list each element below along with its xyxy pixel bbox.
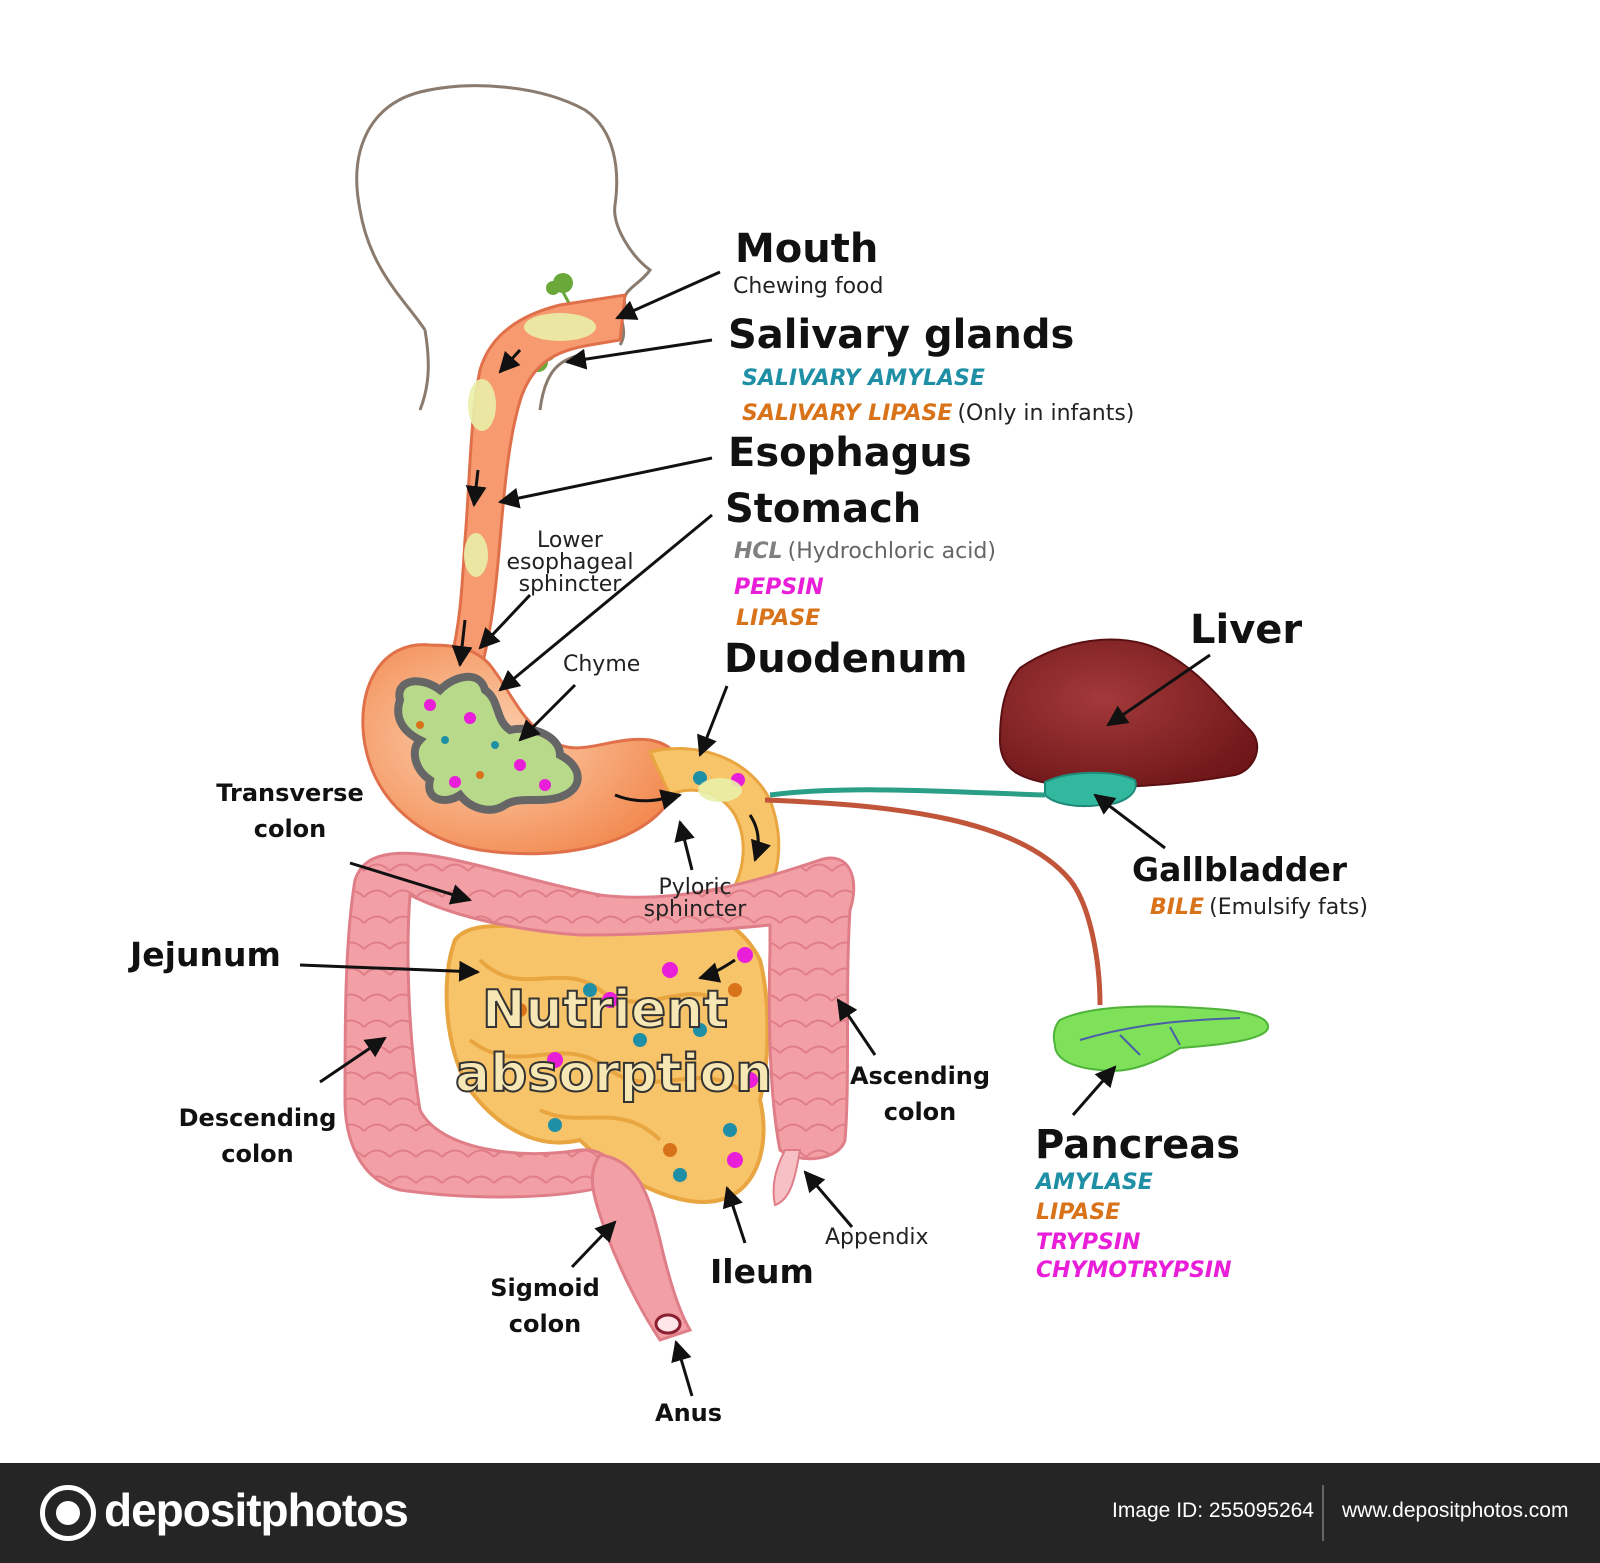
label-trypsin: TRYPSIN (1036, 1230, 1141, 1255)
label-hcl: HCL (734, 539, 783, 564)
pancreas-shape (1052, 1005, 1270, 1072)
footer-image-id: Image ID: 255095264 (1112, 1499, 1314, 1522)
label-bile: BILE (1150, 895, 1205, 920)
les-line-3: sphincter (518, 572, 622, 597)
label-amylase: AMYLASE (1036, 1170, 1153, 1195)
nutrient-line-1: Nutrient (481, 979, 729, 1041)
transverse-line-2: colon (253, 815, 327, 843)
label-stomach: Stomach (725, 486, 922, 532)
label-hcl-note: (Hydrochloric acid) (787, 539, 996, 564)
descending-line-1: Descending (178, 1104, 337, 1132)
footer-separator (1322, 1485, 1324, 1541)
label-hcl-row: HCL (Hydrochloric acid) (734, 539, 996, 564)
label-sigmoid-colon: Sigmoid colon (475, 1270, 615, 1342)
digestive-system-diagram (299, 84, 1270, 1397)
label-pancreas: Pancreas (1035, 1122, 1241, 1168)
label-transverse-colon: Transverse colon (205, 775, 375, 847)
ascending-line-1: Ascending (849, 1062, 991, 1090)
label-salivary-lipase: SALIVARY LIPASE (742, 401, 953, 426)
gallbladder-shape (1044, 771, 1137, 808)
chyme-shape (394, 672, 582, 814)
label-appendix: Appendix (825, 1225, 929, 1250)
label-pancreas-lipase: LIPASE (1036, 1200, 1121, 1225)
label-descending-colon: Descending colon (170, 1100, 345, 1172)
pyloric-line-1: Pyloric (658, 875, 732, 900)
label-bile-row: BILE (Emulsify fats) (1150, 895, 1368, 920)
label-mouth: Mouth (735, 226, 879, 272)
les-line-1: Lower (537, 528, 603, 553)
colon-shape (343, 851, 856, 1342)
label-lower-esophageal-sphincter: Lower esophageal sphincter (500, 530, 640, 596)
descending-line-2: colon (221, 1140, 294, 1168)
label-liver: Liver (1190, 607, 1303, 653)
label-salivary-lipase-row: SALIVARY LIPASE (Only in infants) (742, 401, 1134, 426)
label-chyme: Chyme (563, 652, 641, 677)
label-nutrient-absorption: Nutrient absorption (454, 978, 773, 1106)
bile-duct (769, 787, 1046, 798)
footer-site-link[interactable]: www.depositphotos.com (1342, 1499, 1569, 1522)
label-chymotrypsin: CHYMOTRYPSIN (1036, 1258, 1232, 1283)
label-stomach-lipase: LIPASE (736, 606, 821, 631)
label-gallbladder: Gallbladder (1132, 850, 1348, 889)
label-ileum: Ileum (710, 1252, 814, 1291)
label-salivary-lipase-note: (Only in infants) (957, 401, 1135, 426)
label-salivary-glands: Salivary glands (728, 312, 1075, 358)
sigmoid-line-2: colon (508, 1310, 582, 1338)
footer-bar: depositphotos Image ID: 255095264 www.de… (0, 1463, 1600, 1563)
footer-brand: depositphotos (104, 1484, 409, 1536)
label-mouth-note: Chewing food (733, 274, 884, 299)
label-jejunum: Jejunum (130, 935, 281, 974)
label-anus: Anus (655, 1399, 723, 1427)
transverse-line-1: Transverse (216, 779, 364, 807)
label-duodenum: Duodenum (724, 636, 968, 682)
label-salivary-amylase: SALIVARY AMYLASE (742, 366, 985, 391)
label-pyloric-sphincter: Pyloric sphincter (625, 877, 765, 921)
les-line-2: esophageal (506, 550, 634, 575)
label-ascending-colon: Ascending colon (845, 1058, 995, 1130)
ascending-line-2: colon (883, 1098, 957, 1126)
label-bile-note: (Emulsify fats) (1209, 895, 1368, 920)
depositphotos-logo-icon (40, 1485, 96, 1541)
liver-shape (998, 638, 1259, 788)
pyloric-line-2: sphincter (643, 897, 747, 922)
label-pepsin: PEPSIN (734, 575, 824, 600)
nutrient-line-2: absorption (454, 1043, 773, 1105)
sigmoid-line-1: Sigmoid (490, 1274, 600, 1302)
pancreatic-duct (764, 797, 1103, 1006)
label-esophagus: Esophagus (728, 430, 972, 476)
